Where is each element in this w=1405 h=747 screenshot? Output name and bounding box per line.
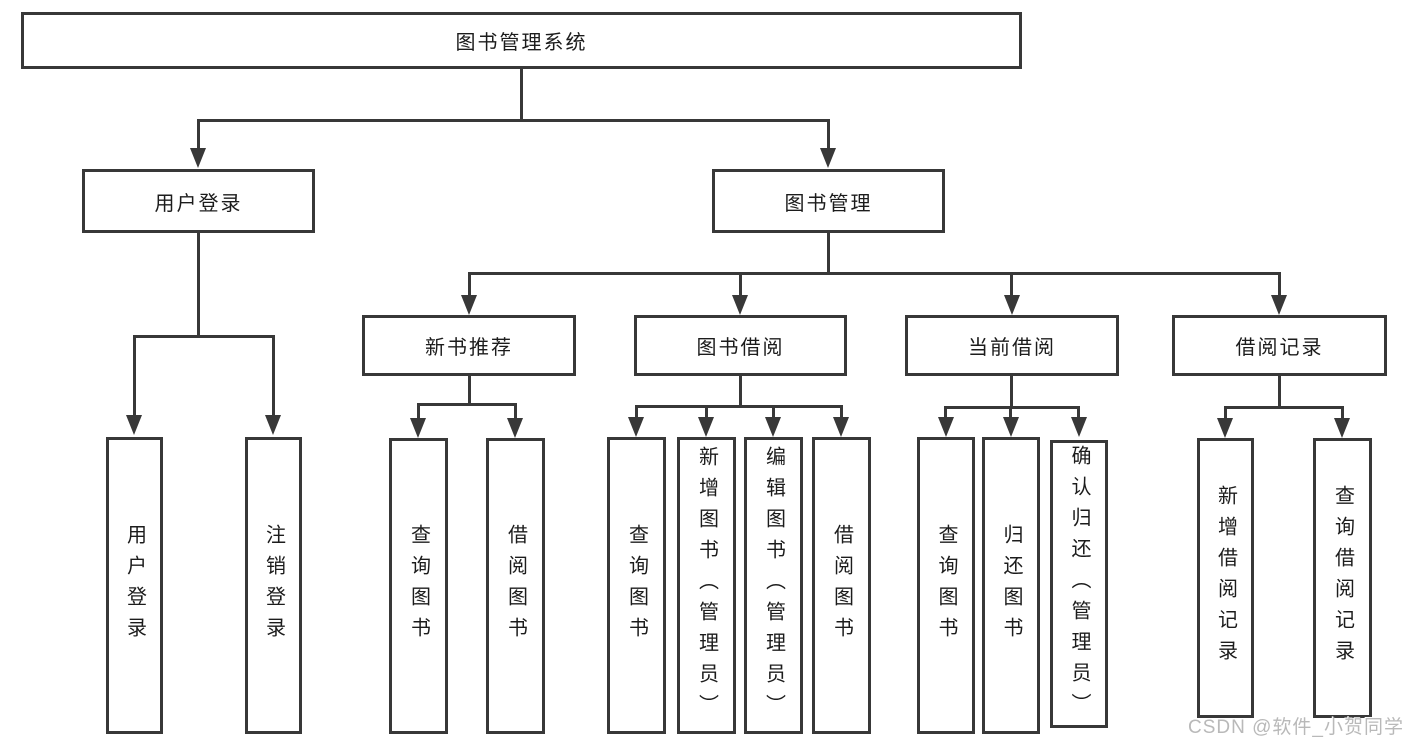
leaf-label: 编辑图书（管理员） (762, 446, 785, 725)
arrowhead-down-icon (1217, 418, 1233, 438)
leaf-label: 查询图书 (625, 523, 648, 648)
leaf-edit-books-admin: 编辑图书（管理员） (744, 437, 803, 734)
connector-line (197, 119, 200, 148)
leaf-label: 借阅图书 (504, 524, 527, 648)
leaf-query-books-borrow: 查询图书 (607, 437, 666, 734)
connector-line (772, 405, 775, 417)
connector-line (1010, 272, 1013, 295)
arrowhead-down-icon (190, 148, 206, 168)
connector-line (468, 376, 471, 403)
connector-line (827, 119, 830, 148)
connector-line (468, 272, 1281, 275)
connector-line (739, 376, 742, 405)
connector-line (514, 403, 517, 418)
leaf-query-borrow-record: 查询借阅记录 (1313, 438, 1372, 718)
leaf-borrow-books: 借阅图书 (812, 437, 871, 734)
connector-line (1341, 406, 1344, 418)
arrowhead-down-icon (1004, 295, 1020, 315)
connector-line (133, 335, 275, 338)
connector-line (1225, 406, 1343, 409)
arrowhead-down-icon (765, 417, 781, 437)
node-book-management: 图书管理 (712, 169, 945, 233)
arrowhead-down-icon (698, 417, 714, 437)
connector-line (840, 405, 843, 417)
arrowhead-down-icon (1071, 417, 1087, 437)
arrowhead-down-icon (126, 415, 142, 435)
connector-line (272, 335, 275, 415)
connector-line (417, 403, 517, 406)
node-new-book-recommend: 新书推荐 (362, 315, 576, 376)
leaf-return-books: 归还图书 (982, 437, 1040, 734)
arrowhead-down-icon (265, 415, 281, 435)
leaf-label: 确认归还（管理员） (1068, 444, 1090, 724)
arrowhead-down-icon (1271, 295, 1287, 315)
connector-line (739, 272, 742, 295)
connector-line (1009, 406, 1012, 417)
leaf-add-books-admin: 新增图书（管理员） (677, 437, 736, 734)
connector-line (1278, 376, 1281, 406)
leaf-label: 归还图书 (1000, 523, 1022, 648)
leaf-label: 新增借阅记录 (1214, 485, 1237, 671)
arrowhead-down-icon (507, 418, 523, 438)
connector-line (635, 405, 638, 417)
connector-line (705, 405, 708, 417)
node-user-login: 用户登录 (82, 169, 315, 233)
arrowhead-down-icon (1334, 418, 1350, 438)
leaf-label: 用户登录 (123, 523, 146, 648)
leaf-label: 查询图书 (407, 524, 430, 648)
leaf-user-login: 用户登录 (106, 437, 163, 734)
leaf-label: 借阅图书 (830, 523, 853, 648)
leaf-add-borrow-record: 新增借阅记录 (1197, 438, 1254, 718)
connector-line (945, 406, 1079, 409)
connector-line (1224, 406, 1227, 418)
leaf-logout: 注销登录 (245, 437, 302, 734)
leaf-borrow-books-recommend: 借阅图书 (486, 438, 545, 734)
leaf-label: 新增图书（管理员） (695, 446, 718, 725)
leaf-query-books-current: 查询图书 (917, 437, 975, 734)
arrowhead-down-icon (820, 148, 836, 168)
arrowhead-down-icon (1003, 417, 1019, 437)
connector-line (1278, 272, 1281, 295)
csdn-watermark: CSDN @软件_小贺同学 (1188, 717, 1404, 738)
arrowhead-down-icon (732, 295, 748, 315)
connector-line (197, 233, 200, 335)
node-library-system: 图书管理系统 (21, 12, 1022, 69)
arrowhead-down-icon (938, 417, 954, 437)
connector-line (827, 233, 830, 274)
connector-line (133, 335, 136, 415)
connector-line (1077, 406, 1080, 417)
connector-line (1010, 376, 1013, 406)
arrowhead-down-icon (410, 418, 426, 438)
leaf-confirm-return-admin: 确认归还（管理员） (1050, 440, 1108, 728)
node-borrow-records: 借阅记录 (1172, 315, 1387, 376)
leaf-label: 注销登录 (262, 523, 285, 648)
connector-line (520, 69, 523, 119)
connector-line (468, 272, 471, 295)
connector-line (197, 119, 830, 122)
node-current-borrow: 当前借阅 (905, 315, 1119, 376)
connector-line (417, 403, 420, 418)
arrowhead-down-icon (628, 417, 644, 437)
leaf-label: 查询借阅记录 (1331, 485, 1354, 671)
arrowhead-down-icon (833, 417, 849, 437)
leaf-label: 查询图书 (935, 523, 957, 648)
leaf-query-books-recommend: 查询图书 (389, 438, 448, 734)
connector-line (944, 406, 947, 417)
connector-line (635, 405, 842, 408)
arrowhead-down-icon (461, 295, 477, 315)
node-book-borrow: 图书借阅 (634, 315, 847, 376)
